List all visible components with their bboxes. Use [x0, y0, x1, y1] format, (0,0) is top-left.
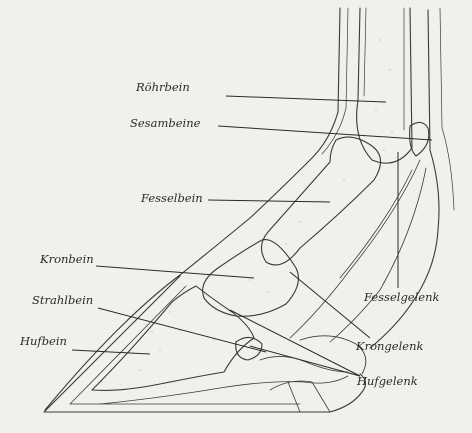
skin-back-outline [369, 9, 440, 349]
coronary-bone [202, 239, 299, 317]
label-roehrbein: Röhrbein [136, 80, 190, 94]
leader-hufgelenk-1 [229, 309, 361, 377]
sesamoid-bone [409, 121, 430, 157]
label-sesambeine: Sesambeine [130, 116, 201, 130]
leader-sesambeine [217, 125, 433, 141]
leader-fesselbein [207, 199, 331, 203]
hoof-sole [99, 375, 349, 405]
leader-strahlbein [97, 307, 267, 353]
leader-lines [71, 95, 433, 377]
label-krongelenk: Krongelenk [356, 339, 424, 353]
label-fesselbein: Fesselbein [141, 191, 203, 205]
hoof-wall-outer [43, 275, 367, 413]
leader-hufgelenk-2 [249, 345, 361, 377]
frog [259, 356, 349, 413]
navicular-bone [235, 336, 263, 361]
cannon-bone-inner [363, 7, 405, 131]
hoof-wall-inner [69, 285, 301, 405]
tendon-lines [289, 159, 427, 343]
leader-krongelenk [289, 271, 371, 339]
label-kronbein: Kronbein [40, 252, 94, 266]
leader-roehrbein [225, 95, 387, 103]
leader-kronbein [95, 265, 255, 279]
skin-back-inner [439, 7, 455, 211]
cannon-bone-outline [356, 7, 413, 164]
label-hufbein: Hufbein [20, 334, 67, 348]
skin-front-outline [44, 7, 341, 411]
pastern-bone [260, 136, 382, 266]
bone-stipple [119, 39, 393, 385]
label-fesselgelenk: Fesselgelenk [364, 290, 440, 304]
heel-bulb [299, 335, 367, 375]
skin-front-inner [321, 7, 349, 155]
leader-hufbein [71, 349, 151, 355]
label-hufgelenk: Hufgelenk [357, 374, 418, 388]
pedal-bone [91, 285, 255, 391]
label-strahlbein: Strahlbein [32, 293, 94, 307]
